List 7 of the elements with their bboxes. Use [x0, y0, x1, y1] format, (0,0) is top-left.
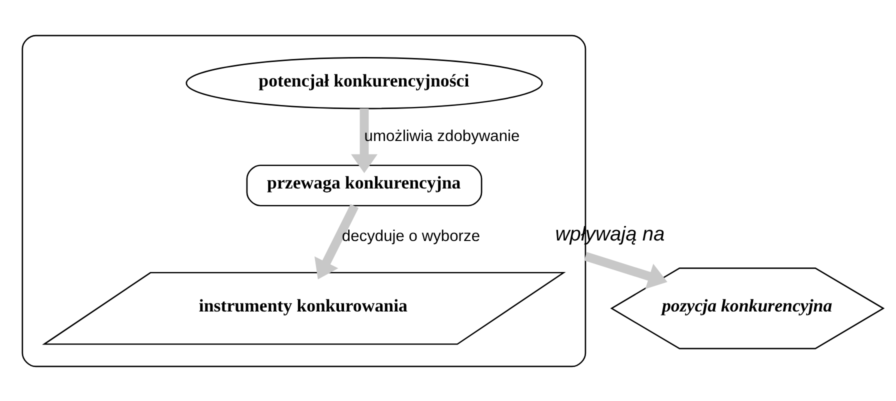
arrow: [314, 204, 358, 279]
edge-label: decyduje o wyborze: [341, 228, 480, 245]
edge-label: umożliwia zdobywanie: [364, 128, 520, 145]
node-box: przewaga konkurencyjna: [246, 164, 482, 206]
node-ellipse: potencjał konkurencyjności: [185, 56, 542, 109]
arrow: [584, 252, 667, 289]
arrow: [350, 108, 378, 173]
